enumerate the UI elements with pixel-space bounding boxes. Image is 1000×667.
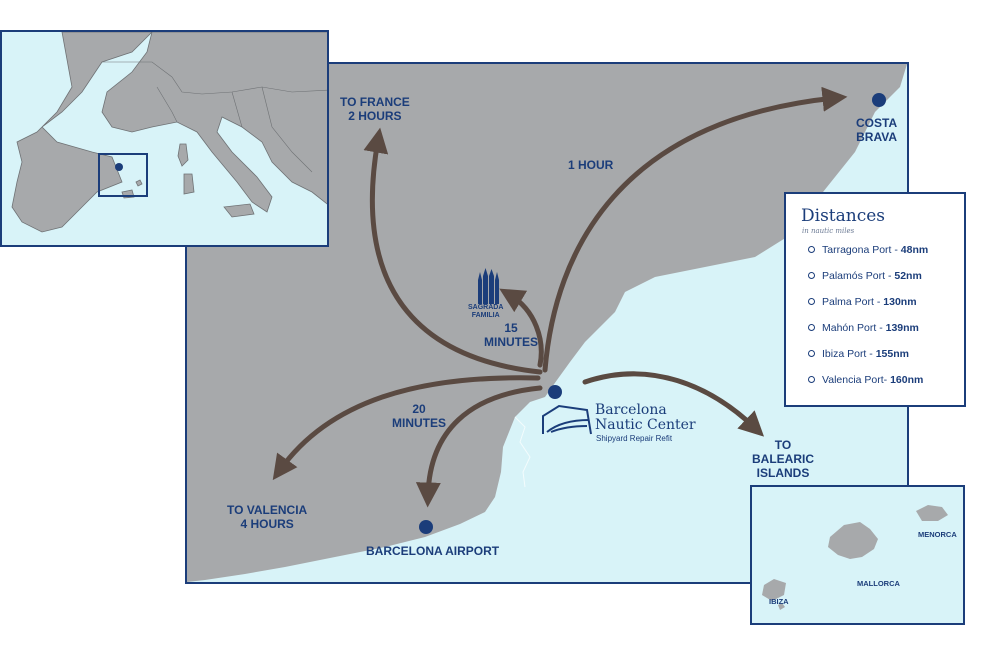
costa-brava-marker — [872, 93, 886, 107]
arrow-costa-brava — [542, 86, 848, 373]
label-ibiza: IBIZA — [769, 597, 789, 606]
distances-subtitle: in nautic miles — [802, 227, 855, 235]
distances-title: Distances — [801, 206, 886, 226]
boat-logo-icon — [542, 404, 592, 435]
label-to-france: TO FRANCE 2 HOURS — [340, 95, 410, 123]
label-15-minutes: 15 MINUTES — [484, 321, 538, 349]
distance-item: Ibiza Port - 155nm — [808, 348, 909, 360]
label-one-hour: 1 HOUR — [568, 158, 614, 172]
balearic-inset: MENORCA MALLORCA IBIZA — [750, 485, 965, 625]
sagrada-familia-icon — [478, 268, 499, 304]
arrow-balearic — [582, 371, 765, 437]
arrow-airport — [415, 385, 543, 508]
balearic-map — [762, 505, 948, 610]
label-to-balearic: TO BALEARIC ISLANDS — [752, 438, 814, 480]
label-menorca: MENORCA — [918, 530, 957, 539]
distance-item: Palamós Port - 52nm — [808, 270, 922, 282]
distance-item: Mahón Port - 139nm — [808, 322, 919, 334]
port-marker — [548, 385, 562, 399]
barcelona-focus-rect — [98, 153, 148, 197]
mallorca-shape — [828, 522, 878, 559]
menorca-shape — [916, 505, 948, 521]
distances-panel: Distances in nautic miles Tarragona Port… — [784, 192, 966, 407]
label-to-valencia: TO VALENCIA 4 HOURS — [227, 503, 308, 531]
label-mallorca: MALLORCA — [857, 579, 900, 588]
distance-item: Tarragona Port - 48nm — [808, 244, 928, 256]
arrow-valencia — [272, 375, 541, 481]
label-sagrada-familia: SAGRADA FAMILIA — [468, 304, 504, 319]
brand-name: Barcelona Nautic Center — [595, 402, 696, 433]
europe-inset — [0, 30, 329, 247]
distance-item: Palma Port - 130nm — [808, 296, 917, 308]
label-costa-brava: COSTA BRAVA — [856, 116, 898, 144]
europe-map — [11, 32, 327, 233]
ibiza-shape — [762, 579, 786, 601]
barcelona-dot — [115, 163, 123, 171]
arrow-sagrada — [499, 288, 544, 368]
arrow-france — [363, 127, 543, 375]
land-area — [187, 64, 907, 582]
brand-tagline: Shipyard Repair Refit — [596, 434, 673, 443]
airport-marker — [419, 520, 433, 534]
label-20-minutes: 20 MINUTES — [392, 402, 446, 430]
label-barcelona-airport: BARCELONA AIRPORT — [366, 544, 500, 558]
distance-item: Valencia Port- 160nm — [808, 374, 923, 386]
